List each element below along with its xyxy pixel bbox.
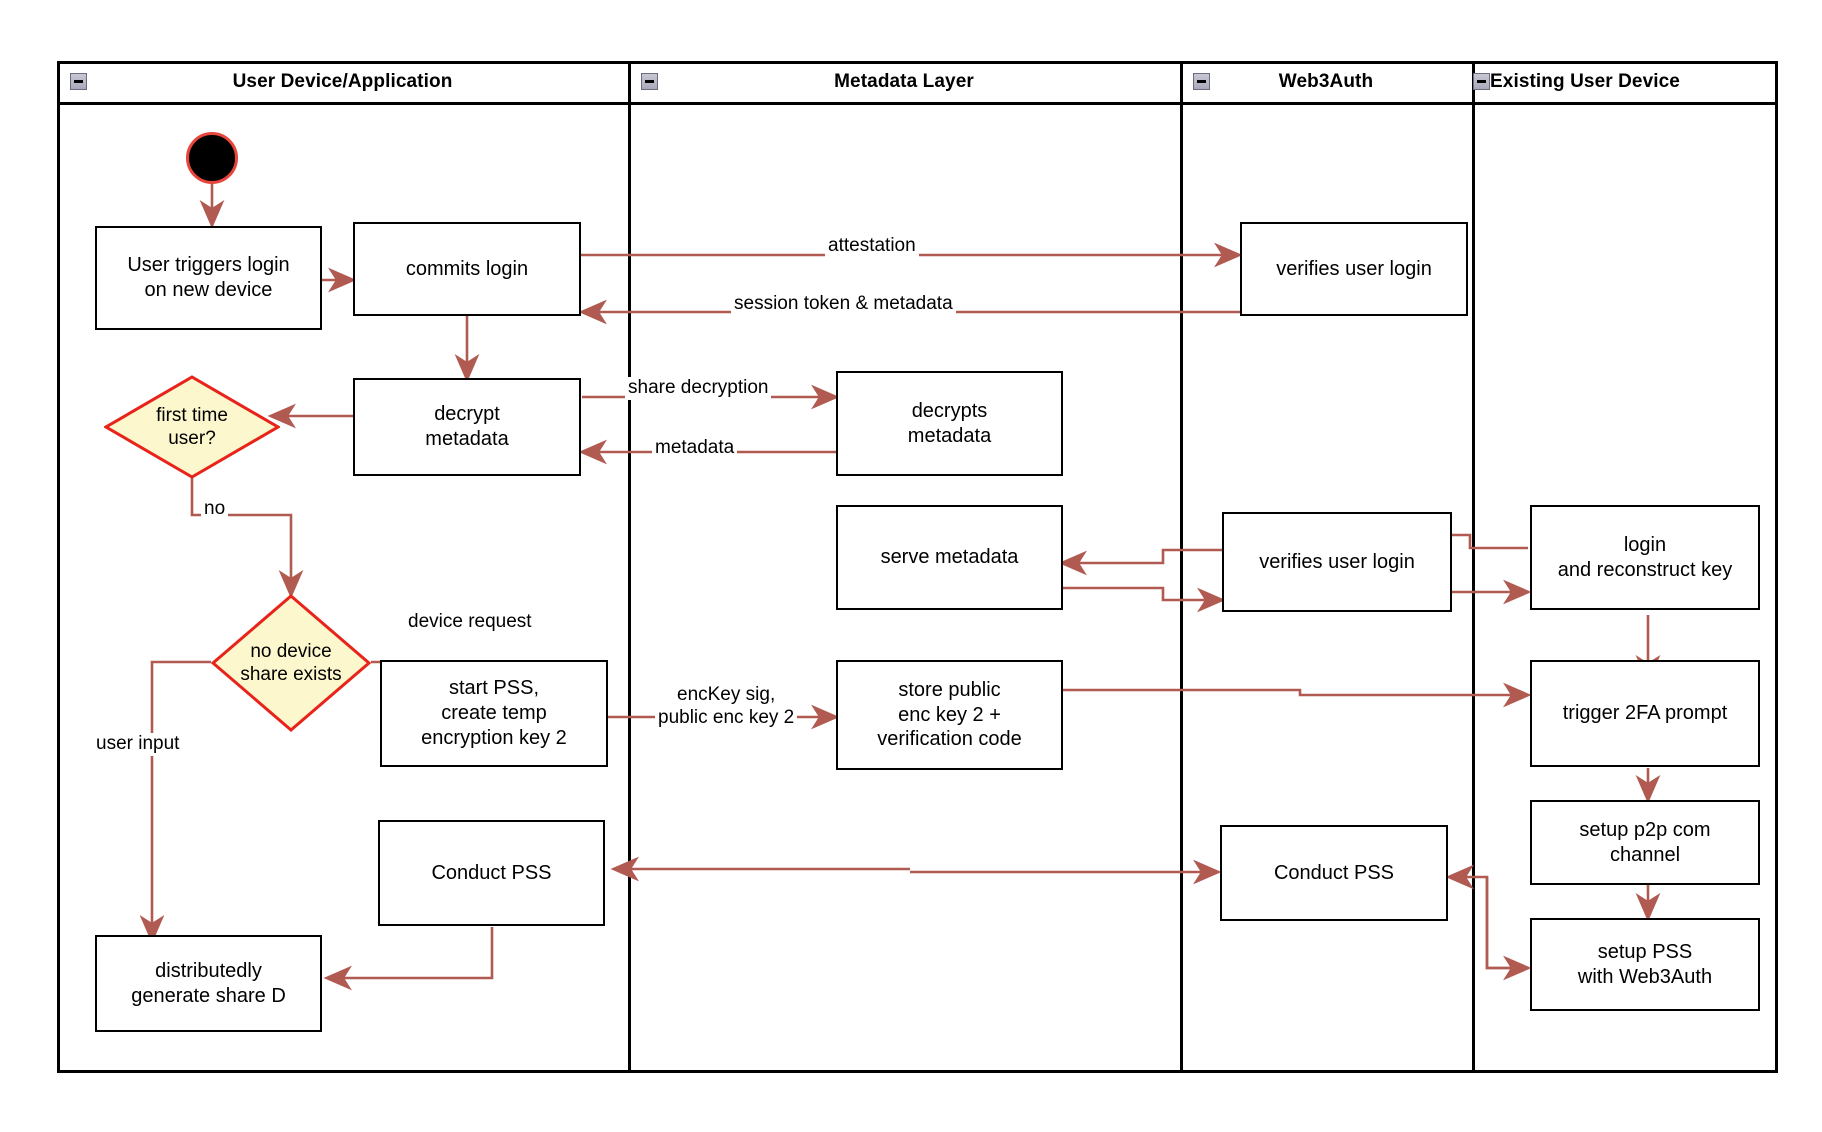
edge-label-enckey-sig: encKey sig, public enc key 2 xyxy=(655,684,798,730)
lane-title-existing-user-device: Existing User Device xyxy=(1490,70,1680,92)
decision-no-device-share[interactable]: no device share exists xyxy=(211,594,371,732)
decision-first-time-user[interactable]: first time user? xyxy=(104,375,280,479)
node-verifies-user-login-2[interactable]: verifies user login xyxy=(1222,512,1452,612)
node-login-reconstruct-key[interactable]: login and reconstruct key xyxy=(1530,505,1760,610)
lane-title-metadata-layer: Metadata Layer xyxy=(834,70,974,92)
lane-divider-3 xyxy=(1472,64,1475,1070)
node-conduct-pss-user[interactable]: Conduct PSS xyxy=(378,820,605,926)
lane-title-web3auth: Web3Auth xyxy=(1278,70,1374,92)
diamond-shape-first-time-user xyxy=(104,375,280,479)
collapse-icon-metadata-layer[interactable] xyxy=(641,73,658,90)
decision-label-first-time-user: first time user? xyxy=(156,404,228,449)
node-store-public-enc-key[interactable]: store public enc key 2 + verification co… xyxy=(836,660,1063,770)
node-verifies-user-login-1[interactable]: verifies user login xyxy=(1240,222,1468,316)
lane-header-existing-user-device[interactable]: Existing User Device xyxy=(1490,61,1778,102)
edge-label-attestation: attestation xyxy=(825,235,919,258)
decision-label-no-device-share: no device share exists xyxy=(240,640,342,685)
lane-header-user-device[interactable]: User Device/Application xyxy=(57,61,628,102)
lane-title-user-device: User Device/Application xyxy=(232,70,453,92)
edge-label-metadata: metadata xyxy=(652,437,738,460)
edge-label-no: no xyxy=(201,498,229,521)
collapse-icon-user-device[interactable] xyxy=(70,73,87,90)
edge-label-share-decryption: share decryption xyxy=(625,377,772,400)
lane-header-rule xyxy=(60,102,1775,105)
node-user-triggers-login[interactable]: User triggers login on new device xyxy=(95,226,322,330)
lane-header-web3auth[interactable]: Web3Auth xyxy=(1180,61,1472,102)
node-serve-metadata[interactable]: serve metadata xyxy=(836,505,1063,610)
edge-label-session-token-metadata: session token & metadata xyxy=(731,293,956,316)
node-conduct-pss-web3auth[interactable]: Conduct PSS xyxy=(1220,825,1448,921)
node-trigger-2fa-prompt[interactable]: trigger 2FA prompt xyxy=(1530,660,1760,767)
collapse-icon-web3auth[interactable] xyxy=(1193,73,1210,90)
node-decrypts-metadata[interactable]: decrypts metadata xyxy=(836,371,1063,476)
node-start-pss[interactable]: start PSS, create temp encryption key 2 xyxy=(380,660,608,767)
edge-label-device-request: device request xyxy=(405,611,535,634)
edge-label-user-input: user input xyxy=(93,733,183,756)
node-setup-pss-with-web3auth[interactable]: setup PSS with Web3Auth xyxy=(1530,918,1760,1011)
node-decrypt-metadata[interactable]: decrypt metadata xyxy=(353,378,581,476)
lane-header-metadata-layer[interactable]: Metadata Layer xyxy=(628,61,1180,102)
node-distributedly-generate[interactable]: distributedly generate share D xyxy=(95,935,322,1032)
node-setup-p2p-com-channel[interactable]: setup p2p com channel xyxy=(1530,800,1760,885)
collapse-icon-existing-user-device[interactable] xyxy=(1473,73,1490,90)
start-node xyxy=(186,132,238,184)
node-commits-login[interactable]: commits login xyxy=(353,222,581,316)
lane-divider-2 xyxy=(1180,64,1183,1070)
lane-divider-1 xyxy=(628,64,631,1070)
diamond-shape-no-device-share xyxy=(211,594,371,732)
